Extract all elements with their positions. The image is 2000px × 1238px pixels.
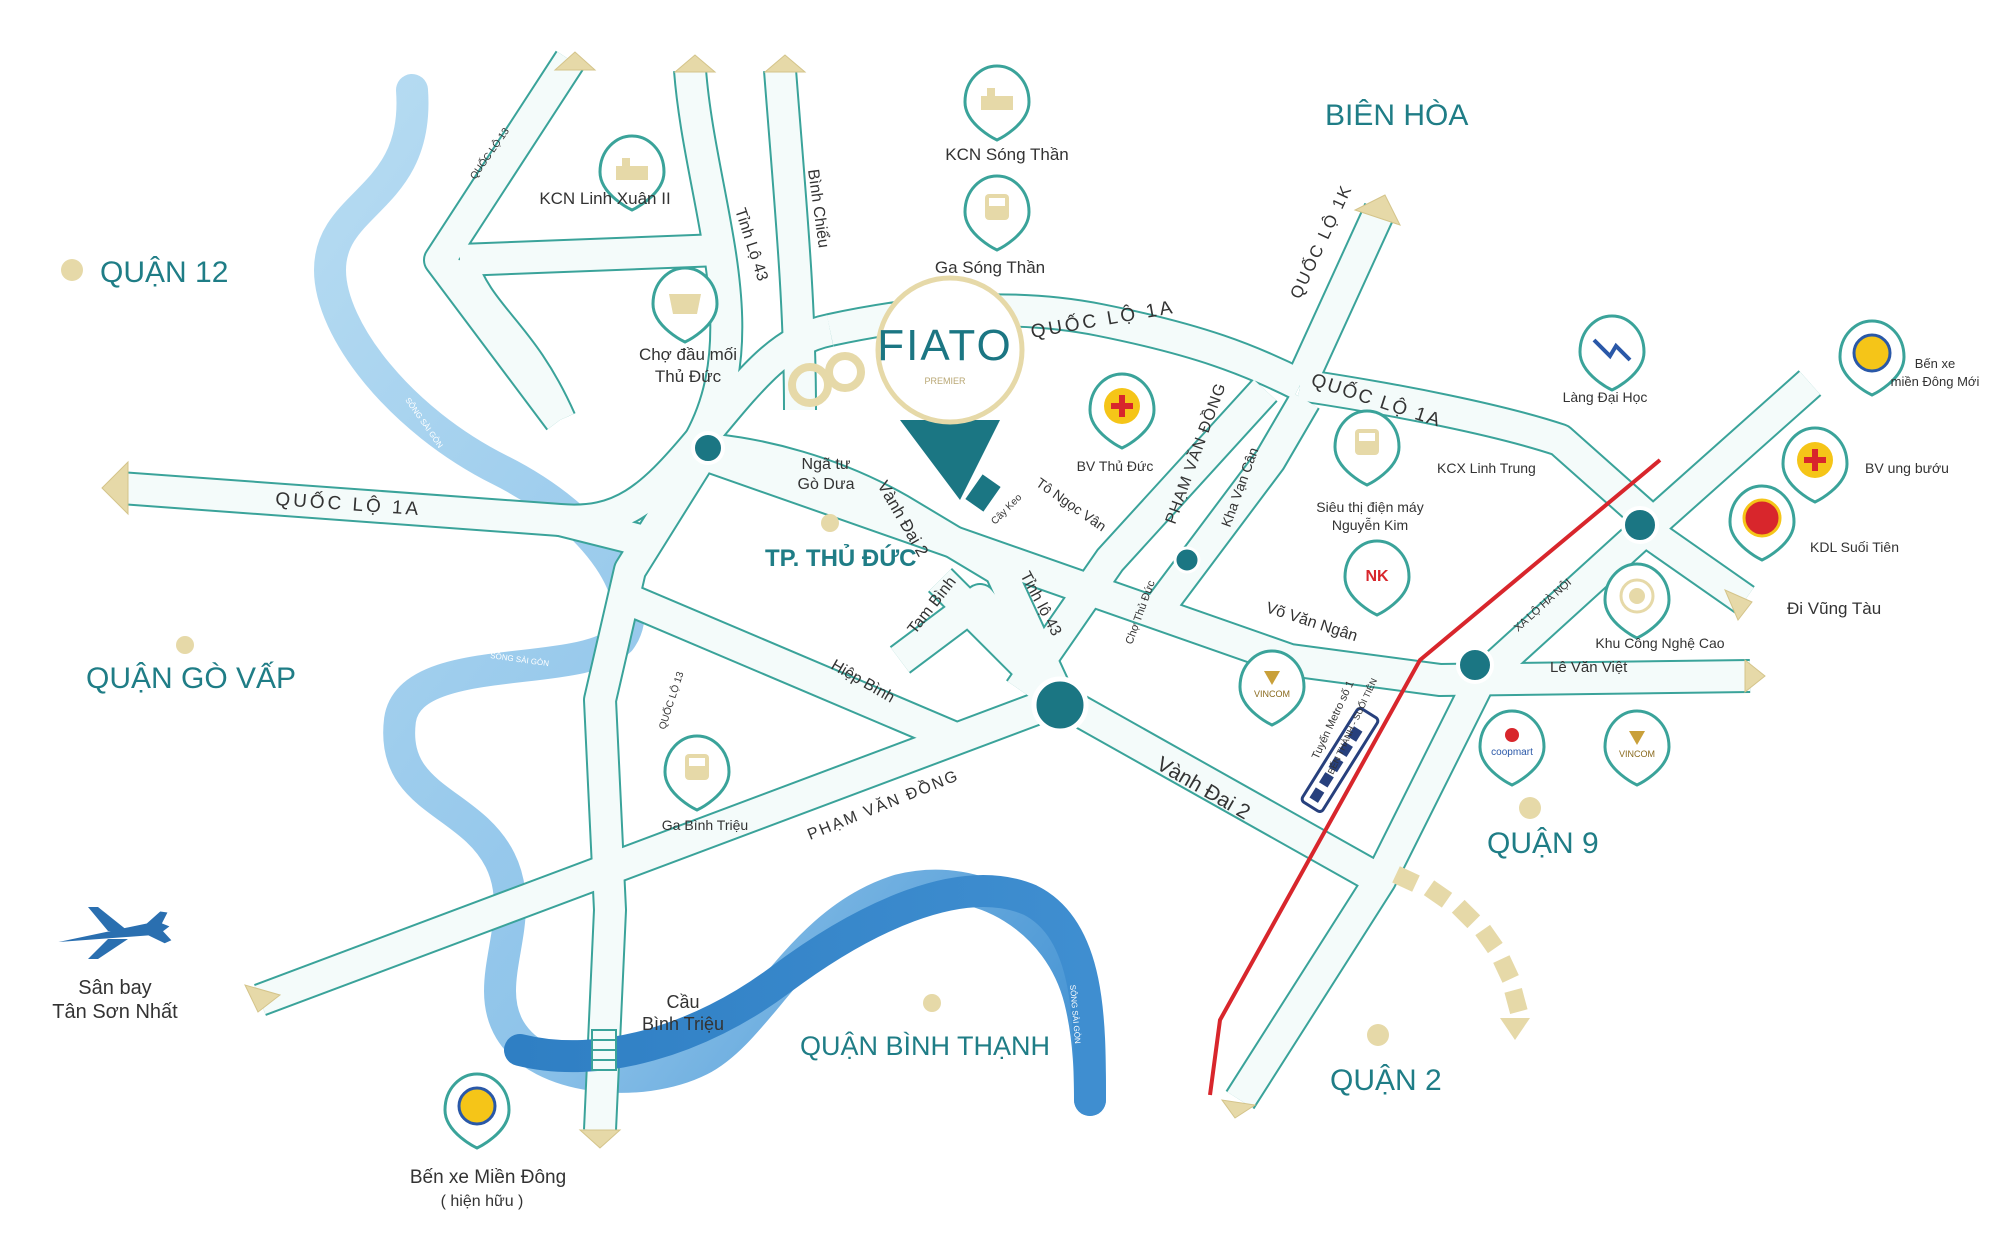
road-ql13-south: QUỐC LỘ 13	[655, 669, 687, 731]
district-thuduc: TP. THỦ ĐỨC	[765, 543, 916, 572]
poi-cau-2: Bình Triệu	[642, 1014, 724, 1034]
poi-bv-thuduc: BV Thủ Đức	[1077, 458, 1154, 474]
district-binhthanh: QUẬN BÌNH THẠNH	[800, 1030, 1050, 1061]
roundabout-icon	[1031, 676, 1089, 734]
roundabout-icon	[1456, 646, 1494, 684]
district-quan12: QUẬN 12	[100, 256, 228, 289]
bus-station-icon	[443, 1072, 511, 1150]
road-levanviet: Lê Văn Việt	[1550, 659, 1628, 676]
arrow-north-icon	[763, 54, 807, 73]
road-tongocvan: Tô Ngọc Vân	[1033, 474, 1109, 534]
factory-icon	[963, 64, 1031, 142]
arrow-north-icon	[553, 51, 597, 71]
arrow-west-icon	[101, 460, 129, 516]
metro-train-icon	[1300, 707, 1380, 813]
fiato-location-pin	[875, 275, 1025, 512]
roundabout-icon	[788, 363, 832, 407]
poi-kdl-suoitien: KDL Suối Tiên	[1810, 539, 1899, 555]
district-quan2: QUẬN 2	[1330, 1064, 1442, 1097]
saigon-river-loop	[504, 875, 1106, 1116]
metro-line	[1208, 458, 1662, 1096]
roundabout-icon	[1621, 506, 1659, 544]
binh-trieu-bridge	[591, 1029, 617, 1071]
saigon-river	[313, 74, 1106, 1116]
direction-vungtau: Đi Vũng Tàu	[1787, 599, 1881, 618]
factory-icon	[598, 134, 666, 212]
train-icon	[963, 174, 1031, 252]
poi-lang-daihoc: Làng Đại Học	[1563, 389, 1648, 405]
dashed-route	[1392, 866, 1530, 1040]
hospital-icon	[1088, 372, 1156, 450]
poi-cau-1: Cầu	[666, 992, 699, 1012]
brand-name: FIATO	[877, 321, 1013, 370]
arrow-southwest-icon	[244, 984, 282, 1013]
poi-benxe-moi-2: miền Đông Mới	[1891, 374, 1980, 389]
poi-kcn-linhxuan: KCN Linh Xuân II	[539, 189, 670, 208]
brand-sub: PREMIER	[924, 376, 966, 386]
poi-sieuthi-1: Siêu thị điện máy	[1316, 499, 1423, 515]
poi-benxe-md-2: ( hiện hữu )	[441, 1193, 524, 1210]
road-caykeo: Cây Keo	[989, 492, 1024, 527]
nk-logo: NK	[1365, 568, 1389, 585]
airplane-icon	[58, 907, 172, 959]
arrow-northeast-icon	[1353, 194, 1401, 226]
shopping-icon: VINCOM	[1603, 709, 1671, 787]
poi-cho-daumoi-1: Chợ đầu mối	[639, 345, 737, 364]
direction-bienhoa: BIÊN HÒA	[1325, 99, 1468, 132]
train-icon	[663, 734, 731, 812]
arrow-south-icon	[578, 1129, 622, 1149]
poi-ga-songthan: Ga Sóng Thần	[935, 258, 1045, 277]
poi-benxe-moi-1: Bến xe	[1915, 356, 1955, 371]
university-icon	[1578, 314, 1646, 392]
poi-sanbay-2: Tân Sơn Nhất	[52, 1001, 178, 1023]
hospital-icon	[1781, 426, 1849, 504]
poi-kcx-linhtrung: KCX Linh Trung	[1437, 460, 1536, 476]
vincom-logo: VINCOM	[1254, 689, 1290, 699]
poi-benxe-md-1: Bến xe Miền Đông	[410, 1167, 566, 1188]
shopping-icon: coopmart	[1478, 709, 1546, 787]
arrow-east-icon	[1744, 658, 1766, 694]
road-end-arrows	[101, 51, 1766, 1149]
poi-sanbay-1: Sân bay	[78, 977, 151, 999]
electronics-store-icon: NK	[1343, 539, 1411, 617]
poi-sieuthi-2: Nguyễn Kim	[1332, 517, 1408, 533]
roundabouts	[691, 352, 1659, 734]
bus-station-icon	[1838, 319, 1906, 397]
arrow-south-icon	[1220, 1099, 1257, 1119]
market-icon	[651, 266, 719, 344]
district-govap: QUẬN GÒ VẤP	[86, 661, 296, 695]
vincom-logo: VINCOM	[1619, 749, 1655, 759]
poi-khu-cnc: Khu Công Nghệ Cao	[1595, 635, 1724, 651]
coopmart-logo: coopmart	[1491, 747, 1533, 758]
arrow-north-icon	[673, 54, 717, 73]
theme-park-icon	[1728, 484, 1796, 562]
train-icon	[1333, 409, 1401, 487]
poi-ga-binhtrieu: Ga Bình Triệu	[662, 817, 748, 833]
shopping-icon: VINCOM	[1238, 649, 1306, 727]
district-quan9: QUẬN 9	[1487, 827, 1599, 860]
poi-pins: NK VINCOM coopmart	[443, 64, 1906, 1150]
roundabout-icon	[691, 431, 725, 465]
roundabout-icon	[1173, 546, 1201, 574]
arrow-southeast-icon	[1724, 589, 1753, 621]
hitech-icon	[1603, 562, 1671, 640]
poi-nga-tu-2: Gò Dưa	[798, 476, 855, 493]
roundabout-icon	[825, 352, 865, 392]
poi-nga-tu-1: Ngã tư	[802, 456, 851, 473]
poi-kcn-songthan: KCN Sóng Thần	[945, 145, 1068, 164]
district-dots	[61, 259, 1541, 1046]
poi-bv-ungbuou: BV ung bướu	[1865, 460, 1949, 476]
poi-cho-daumoi-2: Thủ Đức	[655, 367, 722, 386]
